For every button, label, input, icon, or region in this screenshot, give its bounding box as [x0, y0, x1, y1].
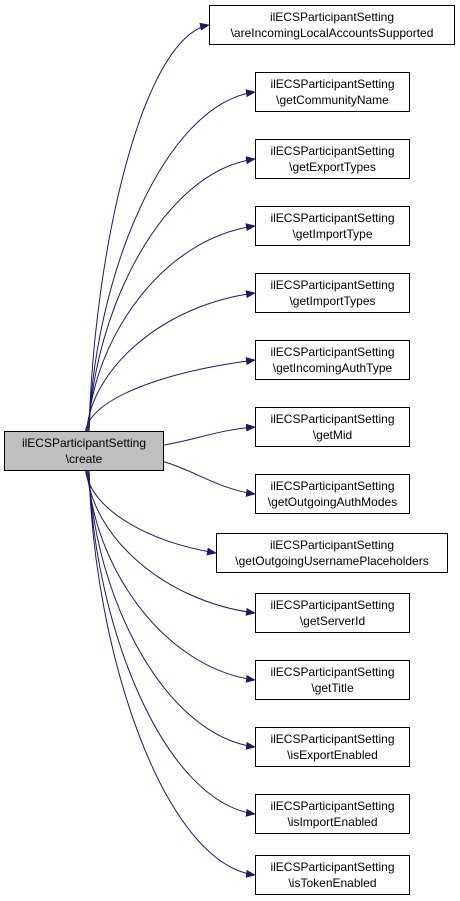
- target-node-line1: ilECSParticipantSetting: [270, 665, 395, 679]
- target-node-line1: ilECSParticipantSetting: [270, 598, 395, 612]
- target-node-is-import-enabled[interactable]: ilECSParticipantSetting \isImportEnabled: [255, 794, 410, 834]
- target-node-line2: \getImportTypes: [289, 294, 376, 308]
- target-node-line1: ilECSParticipantSetting: [270, 278, 395, 292]
- target-node-line2: \getImportType: [292, 227, 373, 241]
- call-edge: [88, 470, 256, 878]
- target-node-get-server-id[interactable]: ilECSParticipantSetting \getServerId: [255, 593, 410, 633]
- target-node-line2: \getOutgoingAuthModes: [267, 495, 398, 509]
- target-node-line1: ilECSParticipantSetting: [269, 538, 395, 552]
- source-node-create[interactable]: ilECSParticipantSetting \create: [4, 431, 164, 471]
- call-edge: [86, 470, 256, 616]
- target-node-get-community-name[interactable]: ilECSParticipantSetting \getCommunityNam…: [255, 72, 410, 112]
- target-node-get-import-type[interactable]: ilECSParticipantSetting \getImportType: [255, 206, 410, 246]
- target-node-get-mid[interactable]: ilECSParticipantSetting \getMid: [255, 407, 410, 447]
- target-node-line1: ilECSParticipantSetting: [270, 479, 395, 493]
- target-node-line1: ilECSParticipantSetting: [270, 732, 395, 746]
- target-node-get-export-types[interactable]: ilECSParticipantSetting \getExportTypes: [255, 139, 410, 179]
- target-node-get-incoming-auth-type[interactable]: ilECSParticipantSetting \getIncomingAuth…: [255, 340, 410, 380]
- target-node-line2: \isExportEnabled: [287, 748, 378, 762]
- target-node-are-incoming-local-accounts-supported[interactable]: ilECSParticipantSetting \areIncomingLoca…: [209, 5, 455, 45]
- target-node-line1: ilECSParticipantSetting: [270, 799, 395, 813]
- call-edge: [85, 470, 217, 556]
- source-node-line2: \create: [65, 452, 103, 466]
- target-node-get-outgoing-username-placeholders[interactable]: ilECSParticipantSetting \getOutgoingUser…: [216, 533, 448, 573]
- call-edge: [88, 470, 256, 817]
- target-node-get-import-types[interactable]: ilECSParticipantSetting \getImportTypes: [255, 273, 410, 313]
- target-node-line1: ilECSParticipantSetting: [270, 412, 395, 426]
- target-node-line2: \areIncomingLocalAccountsSupported: [230, 26, 434, 40]
- target-node-line1: ilECSParticipantSetting: [270, 345, 395, 359]
- target-node-line1: ilECSParticipantSetting: [269, 10, 395, 24]
- call-edge: [163, 423, 256, 446]
- target-node-is-token-enabled[interactable]: ilECSParticipantSetting \isTokenEnabled: [255, 855, 410, 895]
- call-edge: [86, 290, 256, 432]
- target-node-line2: \getMid: [312, 428, 353, 442]
- target-node-line1: ilECSParticipantSetting: [270, 211, 395, 225]
- call-edge: [87, 223, 256, 432]
- call-edge: [88, 89, 256, 432]
- target-node-line2: \isTokenEnabled: [288, 876, 377, 890]
- target-node-line2: \isImportEnabled: [287, 815, 378, 829]
- call-edge: [88, 470, 256, 750]
- target-node-line2: \getOutgoingUsernamePlaceholders: [235, 554, 429, 568]
- target-node-get-outgoing-auth-modes[interactable]: ilECSParticipantSetting \getOutgoingAuth…: [255, 474, 410, 514]
- call-edge: [88, 22, 210, 432]
- target-node-get-title[interactable]: ilECSParticipantSetting \getTitle: [255, 660, 410, 700]
- target-node-line1: ilECSParticipantSetting: [270, 77, 395, 91]
- call-edge: [85, 357, 256, 432]
- target-node-is-export-enabled[interactable]: ilECSParticipantSetting \isExportEnabled: [255, 727, 410, 767]
- call-edge: [163, 461, 256, 497]
- target-node-line2: \getCommunityName: [276, 93, 389, 107]
- target-node-line2: \getIncomingAuthType: [272, 361, 393, 375]
- call-edge: [88, 156, 256, 432]
- target-node-line1: ilECSParticipantSetting: [270, 860, 395, 874]
- source-node-line1: ilECSParticipantSetting: [21, 436, 147, 450]
- call-edge: [87, 470, 256, 683]
- target-node-line1: ilECSParticipantSetting: [270, 144, 395, 158]
- target-node-line2: \getExportTypes: [289, 160, 376, 174]
- target-node-line2: \getTitle: [311, 681, 354, 695]
- target-node-line2: \getServerId: [299, 614, 366, 628]
